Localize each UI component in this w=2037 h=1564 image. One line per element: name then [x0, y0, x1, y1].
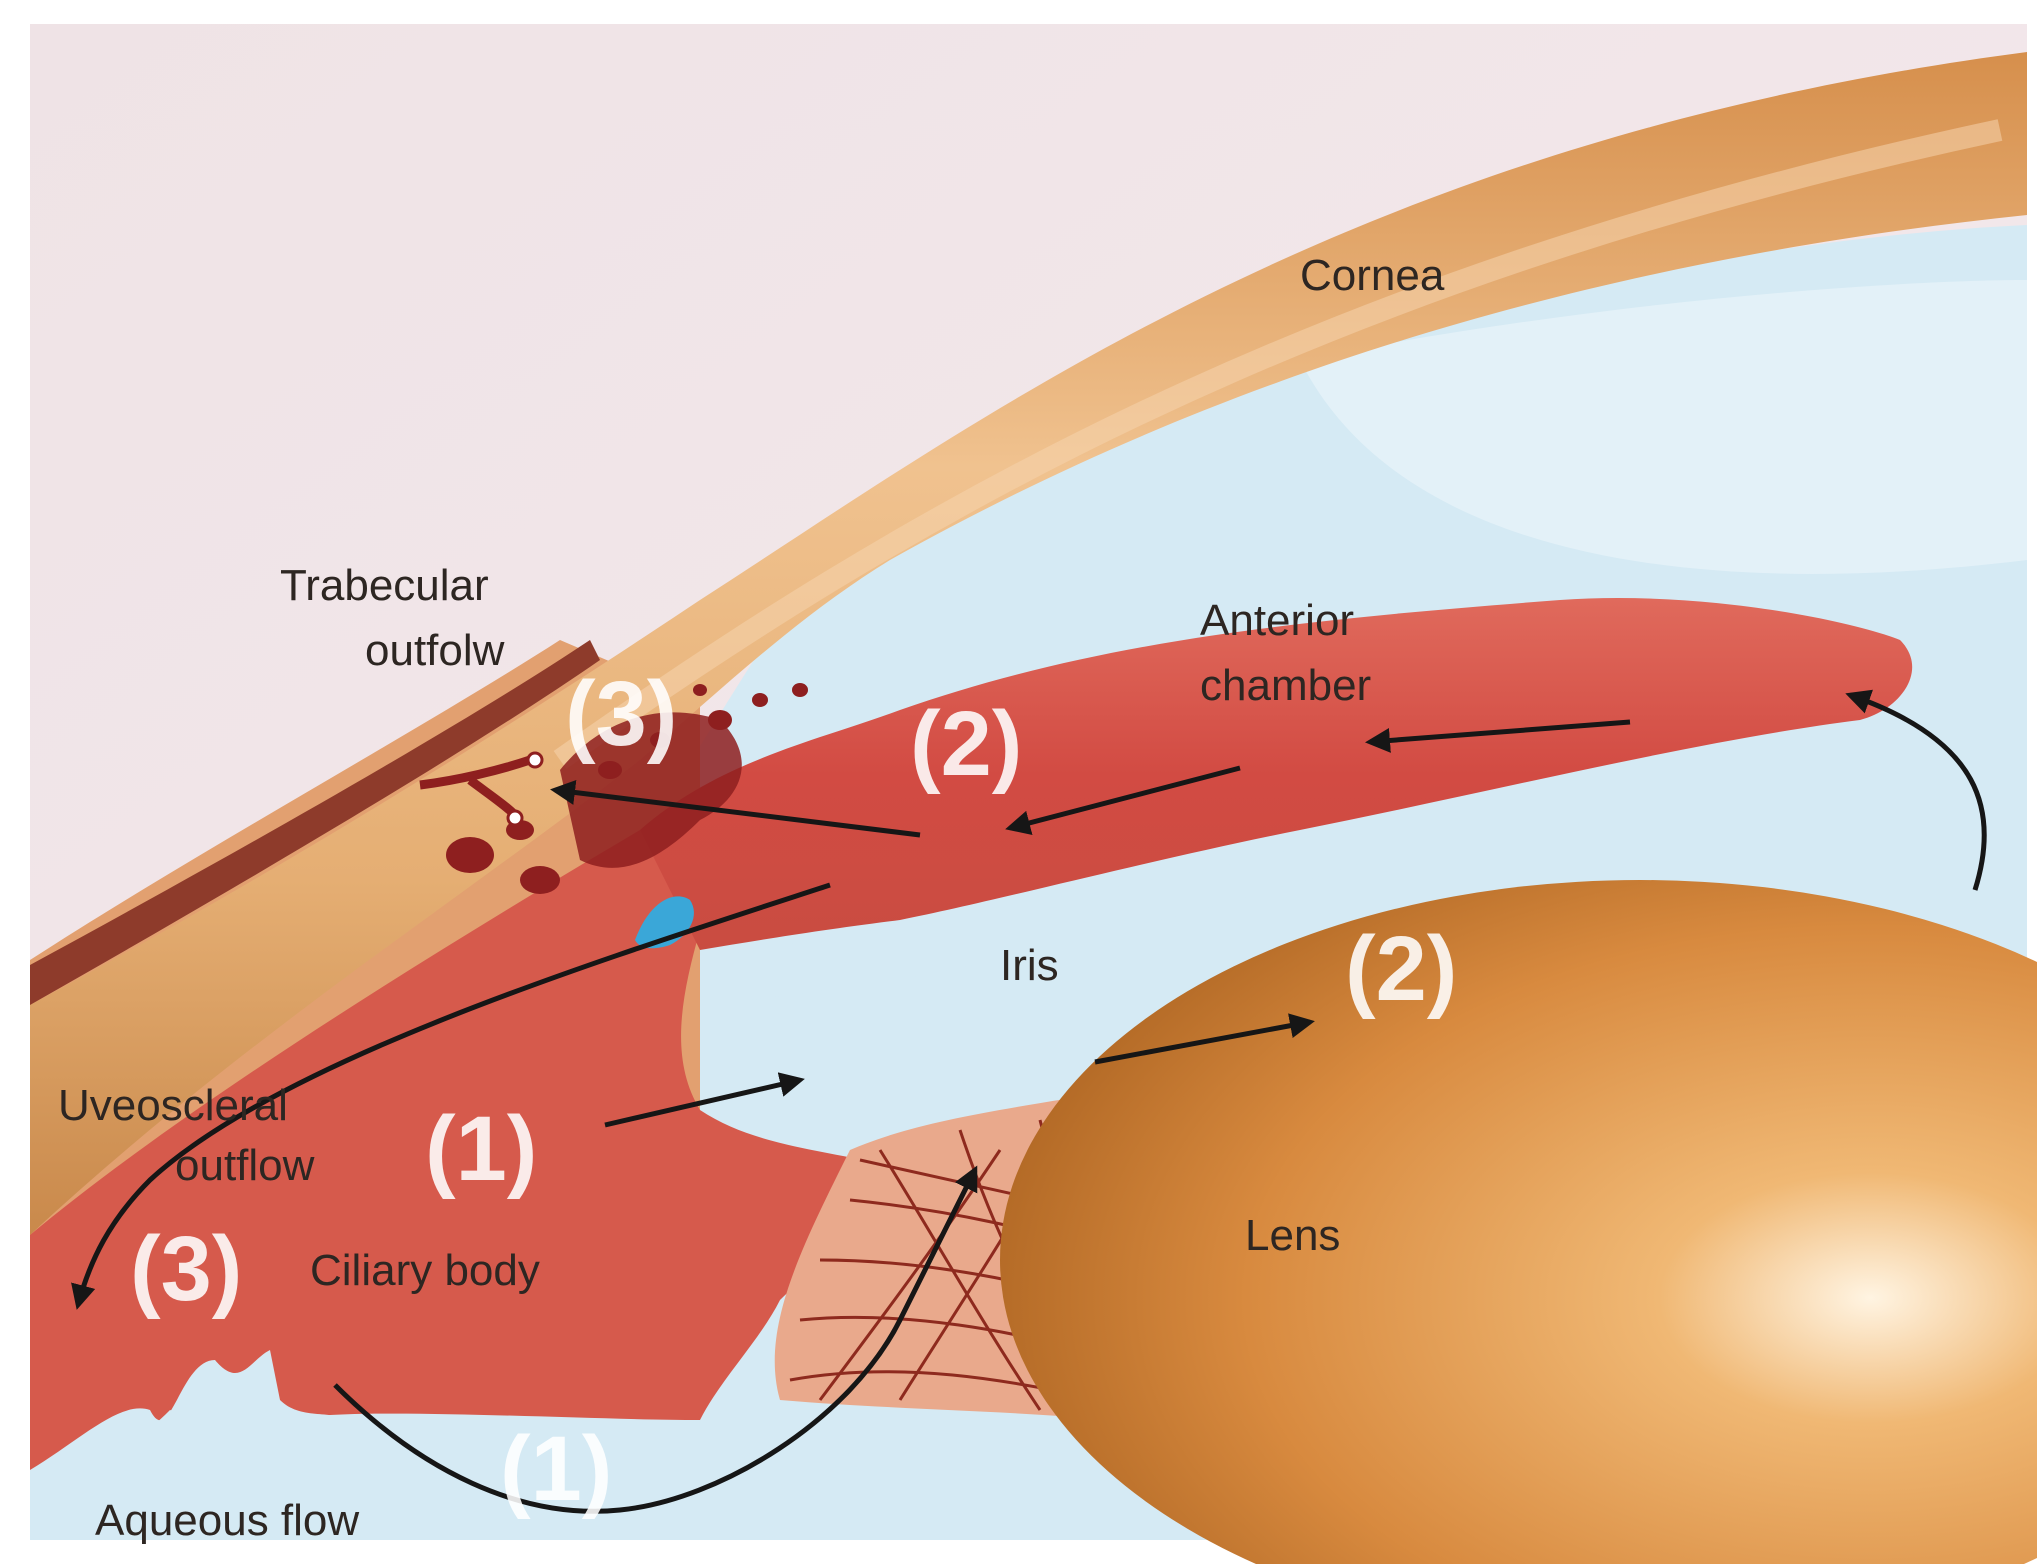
- chamber-highlight: [1300, 280, 2027, 574]
- label-cornea: Cornea: [1300, 251, 1445, 300]
- arrow-posterior-chamber: [1094, 1013, 1315, 1065]
- label-uveoscleral-line1: Uveoscleral: [58, 1081, 288, 1130]
- label-trabecular-line1: Trabecular: [280, 561, 489, 610]
- label-uveoscleral-line2: outflow: [175, 1141, 315, 1190]
- label-trabecular-line2: outfolw: [365, 626, 505, 675]
- cornea-texture: [553, 119, 2003, 769]
- arrow-to-trabecular: [550, 780, 921, 838]
- label-anterior-line2: chamber: [1200, 661, 1371, 710]
- arrow-anterior-2: [1005, 765, 1241, 836]
- label-aqueous-flow: Aqueous flow: [95, 1496, 359, 1545]
- trabecular-meshwork: [446, 683, 808, 894]
- marker-1-aqueous: (1): [500, 1418, 612, 1520]
- marker-3-uveoscleral: (3): [130, 1218, 242, 1320]
- ciliary-processes: [30, 1350, 350, 1540]
- label-anterior-line1: Anterior: [1200, 596, 1354, 645]
- ciliary-body: [30, 830, 900, 1470]
- label-iris: Iris: [1000, 941, 1059, 990]
- arrow-aqueous-curve: [333, 1165, 978, 1514]
- vessel-ending-2: [506, 809, 524, 827]
- marker-1-ciliary: (1): [425, 1098, 537, 1200]
- flow-arrows: [71, 689, 1987, 1514]
- arrow-anterior-1: [1365, 719, 1631, 753]
- iris: [640, 598, 1913, 950]
- cornea-dark-edge: [30, 640, 600, 1005]
- marker-2-iris: (2): [1345, 918, 1457, 1020]
- iris-lower-gap: [700, 830, 1370, 1005]
- labels: Cornea Trabecular outfolw Anterior chamb…: [58, 251, 1445, 1545]
- lens: [1000, 880, 2037, 1564]
- label-lens: Lens: [1245, 1211, 1340, 1260]
- arrow-ciliary-to-posterior: [604, 1072, 805, 1128]
- marker-2-anterior: (2): [910, 693, 1022, 795]
- label-ciliary-body: Ciliary body: [310, 1246, 540, 1295]
- marker-3-trabecular: (3): [565, 663, 677, 765]
- vessel-ending: [526, 751, 544, 769]
- step-markers: (3) (2) (2) (1) (3) (1): [130, 663, 1457, 1520]
- arrow-uveoscleral: [71, 882, 831, 1310]
- arrow-pupil-curve: [1845, 689, 1987, 891]
